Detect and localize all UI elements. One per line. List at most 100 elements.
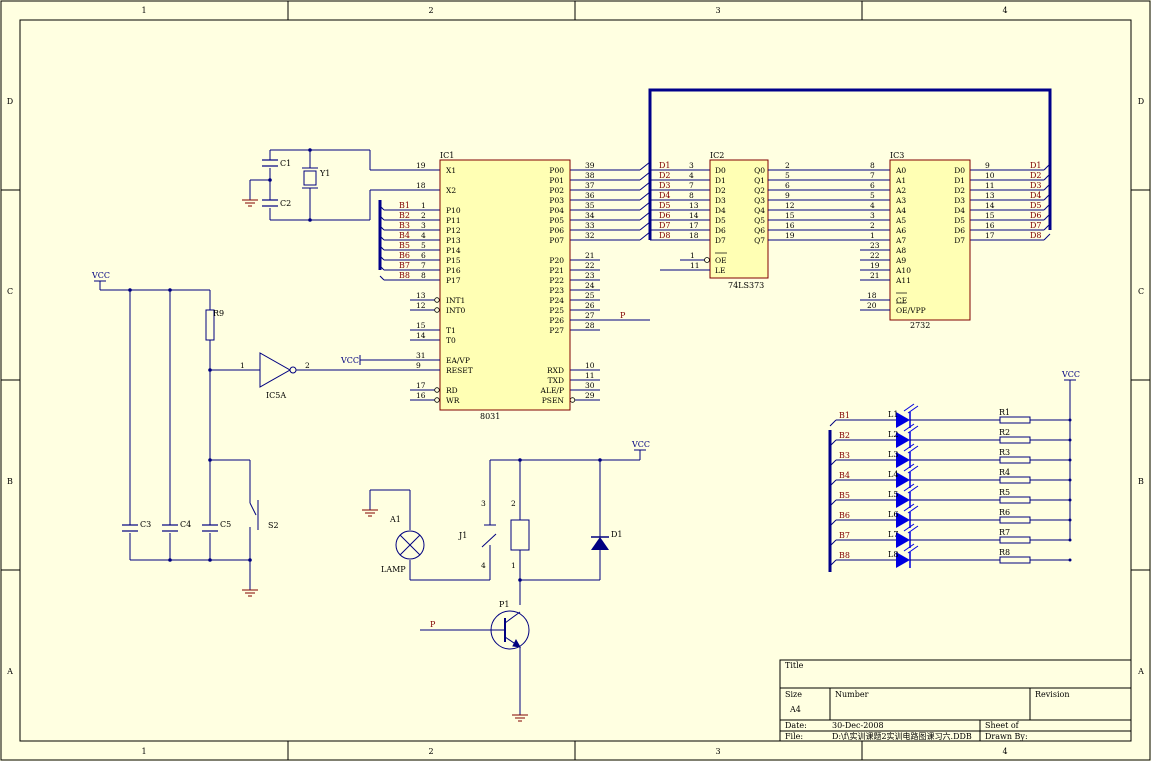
led-resistor-label: R1 <box>999 408 1010 417</box>
ic3-pin-name: A10 <box>895 266 911 275</box>
c2-label: C2 <box>280 199 291 208</box>
d-net-label-left: D3 <box>659 181 671 190</box>
ic1-pin-num: 38 <box>585 171 595 180</box>
ic3-pin-num: 15 <box>985 211 995 220</box>
ic1-pin-name: X2 <box>446 186 456 195</box>
ic1-pin-num: 2 <box>421 211 426 220</box>
ic3-pin-num: 7 <box>870 171 875 180</box>
junction-dot <box>1068 538 1072 542</box>
led-ray <box>903 463 915 472</box>
led-label: L6 <box>888 510 898 519</box>
ic2-ref: IC2 <box>710 151 724 160</box>
led-ray <box>903 543 915 552</box>
ic1-pin-name: T0 <box>446 336 456 345</box>
data-bus-entry <box>1043 223 1051 231</box>
vcc-label-reset: VCC <box>91 271 110 280</box>
ic2-pin-name: Q4 <box>754 206 765 215</box>
vcc-label-leds: VCC <box>1061 370 1080 379</box>
d-net-label-right: D3 <box>1030 181 1042 190</box>
frame-row-label-right-d: D <box>1138 97 1144 106</box>
ic1-pin-name: P26 <box>549 316 564 325</box>
d-net-label-left: D8 <box>659 231 671 240</box>
ic3-pin-name: A1 <box>895 176 906 185</box>
net-p-driver: P <box>430 620 436 629</box>
ic1-pin-num: 29 <box>585 391 595 400</box>
ic2-pin-name: Q2 <box>754 186 765 195</box>
ic2-pin-name: D6 <box>715 226 726 235</box>
d-net-label-right: D1 <box>1030 161 1042 170</box>
j1-pin-2: 2 <box>511 499 516 508</box>
ic3-pin-name: A11 <box>895 276 911 285</box>
vcc-label-driver: VCC <box>631 440 650 449</box>
junction-dot <box>168 288 172 292</box>
d-net-label-left: D4 <box>659 191 671 200</box>
ic3-pin-name: CE <box>896 296 907 305</box>
d-net-label-left: D2 <box>659 171 671 180</box>
ic2-pin-num: 11 <box>690 261 700 270</box>
ic1-pin-19-num: 19 <box>416 161 426 170</box>
junction-dot <box>208 368 212 372</box>
ic1-pin-name: P21 <box>549 266 564 275</box>
ic3-pin-name: OE/VPP <box>896 306 926 315</box>
ic2-pin-name: Q3 <box>754 196 765 205</box>
ic3-pin-name: A4 <box>895 206 906 215</box>
junction-dot <box>1068 458 1072 462</box>
ic1-pin-name: INT1 <box>446 296 465 305</box>
led-triangle <box>896 452 910 468</box>
ic3-pin-name: D1 <box>954 176 965 185</box>
ic1-body <box>439 159 571 411</box>
junction-dot <box>268 178 272 182</box>
b-bus-entry <box>379 235 385 241</box>
led-ray <box>903 503 915 512</box>
ic3-pin-name: D5 <box>954 216 965 225</box>
title-label: Title <box>785 661 804 670</box>
ic1-type: 8031 <box>480 412 500 421</box>
ic1-pin-num: 16 <box>416 391 426 400</box>
lamp-driver-wires <box>369 450 641 715</box>
ic1-pin-name: PSEN <box>542 396 565 405</box>
ic2-pin-num: 6 <box>785 181 790 190</box>
led-b-net-label: B7 <box>839 531 850 540</box>
led-ray <box>907 405 919 414</box>
ic2-pin-name: Q0 <box>754 166 765 175</box>
ic3-pin-num: 3 <box>870 211 875 220</box>
ic5a-pin-out: 2 <box>305 361 310 370</box>
ic1-pin-num: 28 <box>585 321 595 330</box>
ic3-pin-name: A2 <box>895 186 906 195</box>
ic1-pin-name: P20 <box>549 256 564 265</box>
ic1-pin-name: RESET <box>446 366 473 375</box>
led-label: L5 <box>888 490 898 499</box>
b-net-label: B1 <box>399 201 410 210</box>
ic1-pin-num: 11 <box>585 371 595 380</box>
ic3-pin-num: 8 <box>870 161 875 170</box>
led-resistor-label: R5 <box>999 488 1010 497</box>
ic2-pin-name: D5 <box>715 216 726 225</box>
led-b-net-label: B2 <box>839 431 850 440</box>
d-net-label-left: D1 <box>659 161 671 170</box>
d-net-label-left: D7 <box>659 221 671 230</box>
b-net-label: B8 <box>399 271 410 280</box>
led-label: L2 <box>888 430 898 439</box>
ic1-pin-name: T1 <box>446 326 456 335</box>
led-triangle <box>896 552 910 568</box>
ic5a-label: IC5A <box>266 391 286 400</box>
b-bus-entry <box>379 265 385 271</box>
ic1-pin-num: 4 <box>421 231 426 240</box>
junction-dot <box>1068 418 1072 422</box>
ic2-pin-name: OE <box>715 256 727 265</box>
led-ray <box>903 403 915 412</box>
ic3-pin-name: A5 <box>895 216 906 225</box>
ic1-pin-num: 35 <box>585 201 595 210</box>
ic1-pin-name: P27 <box>549 326 564 335</box>
junction-dot <box>248 558 252 562</box>
r9-label: R9 <box>213 309 224 318</box>
ic1-pin-name: P17 <box>446 276 461 285</box>
ic1-pin-name: P01 <box>549 176 564 185</box>
ic2-pin-num: 2 <box>785 161 790 170</box>
b-bus-entry <box>379 255 385 261</box>
ic3-pin-num: 14 <box>985 201 995 210</box>
b-net-label: B3 <box>399 221 410 230</box>
revision-label: Revision <box>1035 690 1069 699</box>
ic1-pin-num: 34 <box>585 211 595 220</box>
